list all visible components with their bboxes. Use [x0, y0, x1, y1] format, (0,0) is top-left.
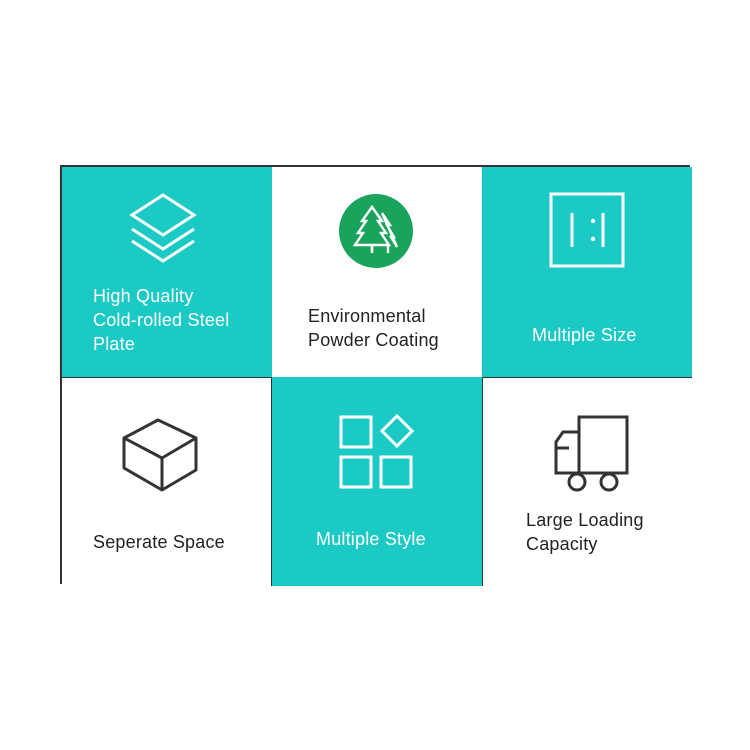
cube-icon	[120, 414, 200, 494]
feature-multiple-style: Multiple Style	[272, 377, 482, 586]
feature-label: Multiple Size	[532, 325, 637, 345]
feature-separate-space: Seperate Space	[62, 377, 272, 586]
feature-label: High Quality Cold-rolled Steel Plate	[93, 286, 230, 354]
feature-powder-coating: Environmental Powder Coating	[272, 167, 482, 377]
size-panel-icon	[548, 191, 626, 269]
feature-label: Seperate Space	[93, 532, 225, 552]
feature-label: Environmental Powder Coating	[308, 306, 439, 350]
features-grid: High Quality Cold-rolled Steel Plate Env…	[60, 165, 692, 586]
style-blocks-icon	[338, 413, 418, 493]
feature-steel-plate: High Quality Cold-rolled Steel Plate	[62, 167, 272, 377]
feature-multiple-size: Multiple Size	[482, 167, 692, 377]
stacked-layers-icon	[126, 191, 200, 265]
truck-icon	[553, 414, 631, 492]
feature-label: Multiple Style	[316, 529, 426, 549]
feature-label: Large Loading Capacity	[526, 510, 644, 554]
pine-tree-icon	[338, 193, 414, 269]
feature-loading-capacity: Large Loading Capacity	[482, 377, 692, 586]
